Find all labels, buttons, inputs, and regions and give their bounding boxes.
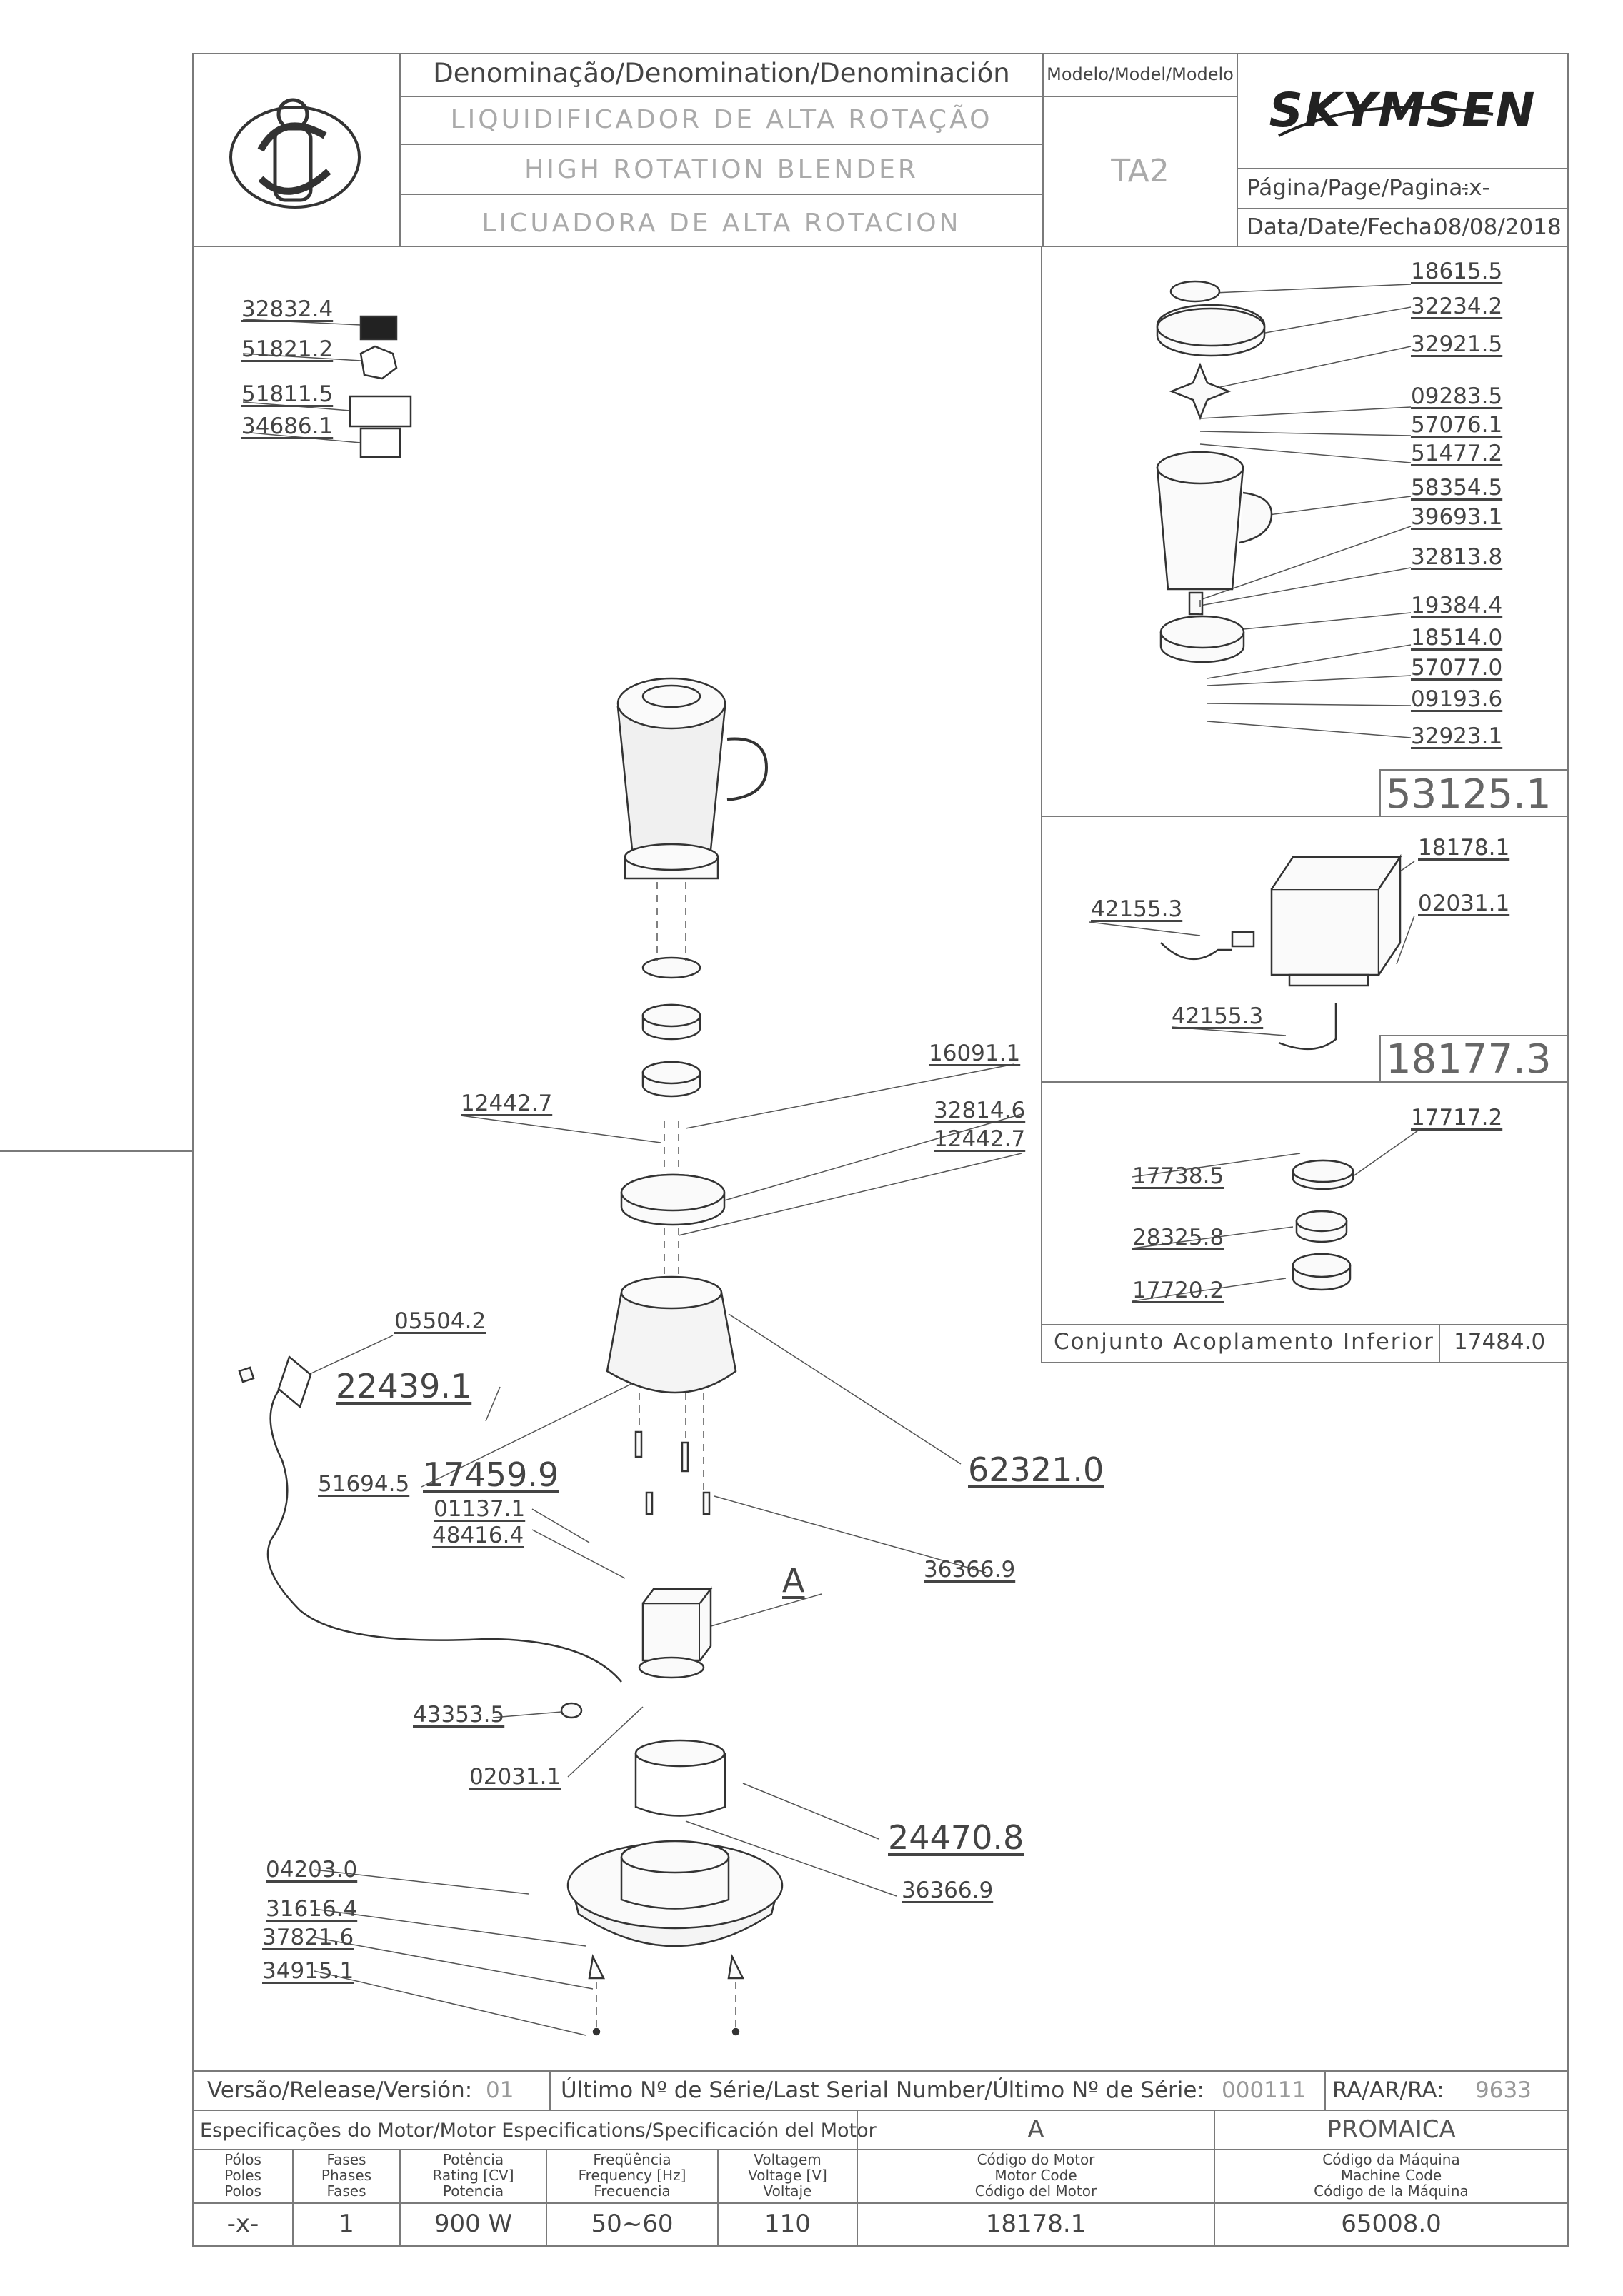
model-label: Modelo/Model/Modelo (1047, 64, 1234, 84)
part-number: 02031.1 (1418, 891, 1510, 916)
spec-value-rating: 900 W (434, 2210, 513, 2238)
part-number: 24470.8 (888, 1818, 1024, 1857)
motor-spec-label: Especificações do Motor/Motor Especifica… (200, 2120, 877, 2142)
product-name-es: LICUADORA DE ALTA ROTACION (481, 209, 962, 238)
seal-logo-icon (229, 98, 361, 209)
motor-ref-label: A (782, 1561, 805, 1600)
part-number: 39693.1 (1411, 504, 1503, 530)
part-number: 09283.5 (1411, 383, 1503, 409)
part-number: 32923.1 (1411, 723, 1503, 749)
product-name-pt: LIQUIDIFICADOR DE ALTA ROTAÇÃO (450, 105, 993, 134)
model-value: TA2 (1111, 153, 1169, 189)
ra-value: 9633 (1475, 2077, 1532, 2103)
part-number: 12442.7 (461, 1091, 553, 1116)
manufacturer: PROMAICA (1327, 2115, 1456, 2144)
part-number: 31616.4 (266, 1896, 358, 1922)
part-number: 62321.0 (968, 1450, 1104, 1489)
part-number: 17459.9 (423, 1455, 559, 1494)
serial-label: Último Nº de Série/Last Serial Number/Úl… (561, 2077, 1204, 2103)
part-number: 32832.4 (241, 296, 334, 322)
part-number: 58354.5 (1411, 475, 1503, 501)
part-number: 05504.2 (394, 1308, 486, 1334)
part-number: 17720.2 (1132, 1278, 1224, 1303)
part-number: 18514.0 (1411, 625, 1503, 651)
part-number: 32814.6 (934, 1098, 1026, 1123)
assembly-code: 18177.3 (1386, 1036, 1552, 1083)
part-number: 09193.6 (1411, 686, 1503, 712)
part-number: 36366.9 (924, 1557, 1016, 1583)
skymsen-logo-icon (1278, 106, 1494, 137)
part-number: 18615.5 (1411, 259, 1503, 284)
part-number: 18178.1 (1418, 835, 1510, 861)
part-number: 04203.0 (266, 1857, 358, 1883)
motor-ref: A (1027, 2115, 1044, 2144)
part-number: 32921.5 (1411, 331, 1503, 357)
part-number: 37821.6 (262, 1925, 354, 1950)
page-value: -x- (1461, 175, 1490, 201)
spec-value-motor-code: 18178.1 (985, 2210, 1087, 2238)
part-number: 12442.7 (934, 1126, 1026, 1152)
serial-value: 000111 (1222, 2077, 1307, 2103)
spec-value-poles: -x- (226, 2210, 259, 2238)
part-number: 22439.1 (336, 1367, 472, 1405)
ra-label: RA/AR/RA: (1332, 2077, 1444, 2103)
outer-frame (192, 53, 1569, 2247)
spec-value-frequency: 50~60 (591, 2210, 674, 2238)
part-number: 01137.1 (434, 1496, 526, 1522)
part-number: 19384.4 (1411, 593, 1503, 618)
part-number: 51694.5 (318, 1471, 410, 1497)
spec-value-phases: 1 (339, 2210, 354, 2238)
product-name-en: HIGH ROTATION BLENDER (524, 155, 919, 184)
brand-logo: SKYMSEN (1269, 83, 1537, 138)
part-number: 57076.1 (1411, 412, 1503, 438)
part-number: 34915.1 (262, 1958, 354, 1984)
part-number: 42155.3 (1091, 896, 1183, 922)
version-label: Versão/Release/Versión: (207, 2077, 473, 2103)
part-number: 16091.1 (929, 1041, 1021, 1066)
version-value: 01 (486, 2077, 514, 2103)
coupling-assembly-name: Conjunto Acoplamento Inferior (1054, 1329, 1434, 1355)
part-number: 02031.1 (469, 1764, 561, 1790)
denomination-label: Denominação/Denomination/Denominación (433, 58, 1010, 89)
part-number: 57077.0 (1411, 655, 1503, 681)
date-label: Data/Date/Fecha: (1247, 214, 1440, 240)
spec-value-voltage: 110 (764, 2210, 811, 2238)
spec-value-machine-code: 65008.0 (1341, 2210, 1442, 2238)
part-number: 51477.2 (1411, 441, 1503, 466)
assembly-code: 53125.1 (1386, 771, 1552, 818)
part-number: 17717.2 (1411, 1105, 1503, 1131)
part-number: 48416.4 (432, 1523, 524, 1548)
part-number: 51811.5 (241, 381, 334, 407)
assembly-code: 17484.0 (1454, 1329, 1546, 1355)
part-number: 36366.9 (902, 1878, 994, 1903)
part-number: 43353.5 (413, 1702, 505, 1728)
page-label: Página/Page/Pagina: (1247, 175, 1470, 201)
part-number: 34686.1 (241, 413, 334, 439)
date-value: 08/08/2018 (1434, 214, 1562, 240)
part-number: 32234.2 (1411, 294, 1503, 319)
part-number: 28325.8 (1132, 1225, 1224, 1250)
part-number: 42155.3 (1172, 1003, 1264, 1029)
part-number: 32813.8 (1411, 544, 1503, 570)
part-number: 17738.5 (1132, 1163, 1224, 1189)
part-number: 51821.2 (241, 336, 334, 362)
